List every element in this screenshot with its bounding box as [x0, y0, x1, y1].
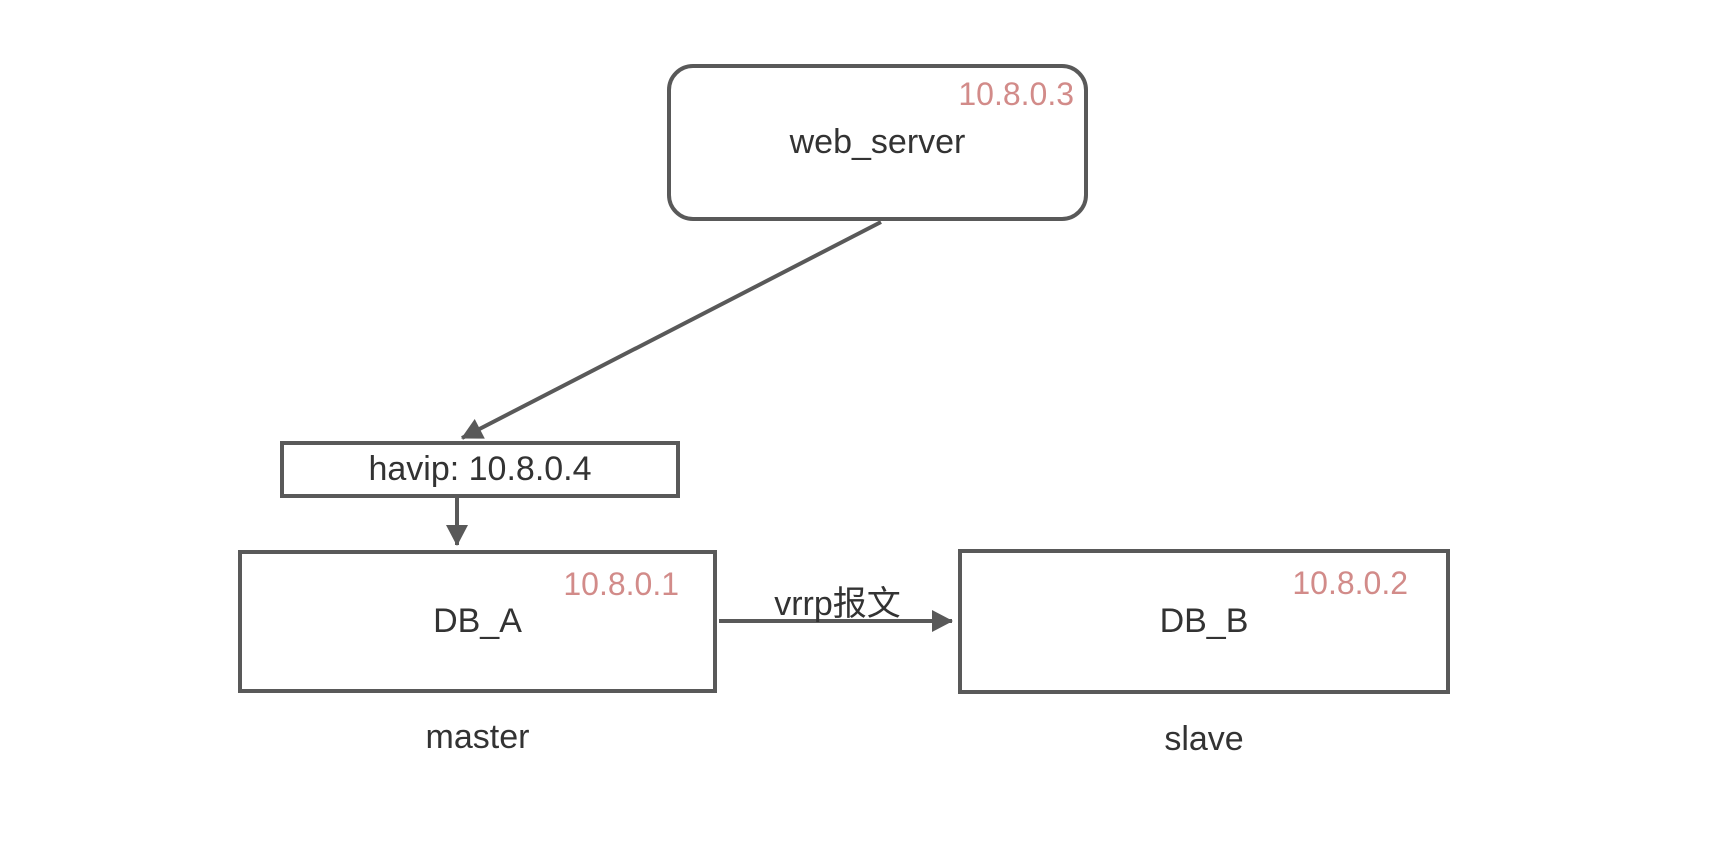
db-a-role-caption: master [425, 718, 530, 756]
havip-label: havip: 10.8.0.4 [368, 450, 592, 488]
db-b-role-caption: slave [1164, 720, 1244, 758]
node-web-server: 10.8.0.3 web_server [667, 64, 1088, 221]
db-b-ip: 10.8.0.2 [1292, 565, 1408, 601]
db-a-label: DB_A [433, 602, 522, 640]
edge-webserver-to-havip [461, 220, 882, 440]
db-a-ip: 10.8.0.1 [563, 566, 679, 602]
web-server-ip: 10.8.0.3 [958, 76, 1074, 112]
node-db-a: 10.8.0.1 DB_A [238, 550, 717, 693]
vrrp-edge-label: vrrp报文 [774, 585, 901, 623]
db-b-label: DB_B [1159, 602, 1249, 640]
node-havip: havip: 10.8.0.4 [280, 441, 680, 498]
node-db-b: 10.8.0.2 DB_B [958, 549, 1450, 694]
web-server-label: web_server [789, 123, 966, 161]
